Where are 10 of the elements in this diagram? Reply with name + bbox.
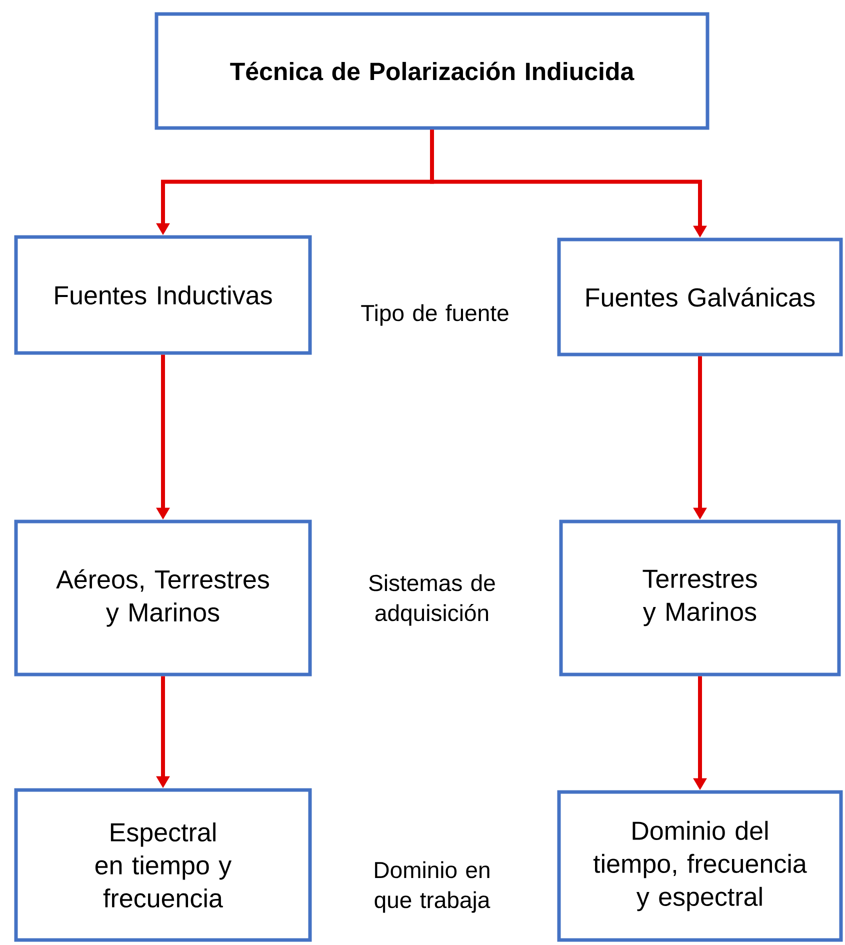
- annotation-text: Sistemas de adquisición: [369, 574, 495, 626]
- annotation-text: Tipo de fuente: [361, 304, 508, 326]
- process-box: Espectral en tiempo y frecuencia: [14, 788, 312, 942]
- process-box: Aéreos, Terrestres y Marinos: [14, 520, 312, 676]
- process-box: Terrestres y Marinos: [559, 520, 841, 676]
- process-box: Fuentes Inductivas: [14, 235, 312, 355]
- process-box: Fuentes Galvánicas: [557, 238, 843, 356]
- annotation-text: Dominio en que trabaja: [374, 861, 490, 913]
- process-box: Dominio del tiempo, frecuencia y espectral: [557, 790, 843, 942]
- title-box: Técnica de Polarización Indiucida: [154, 12, 710, 130]
